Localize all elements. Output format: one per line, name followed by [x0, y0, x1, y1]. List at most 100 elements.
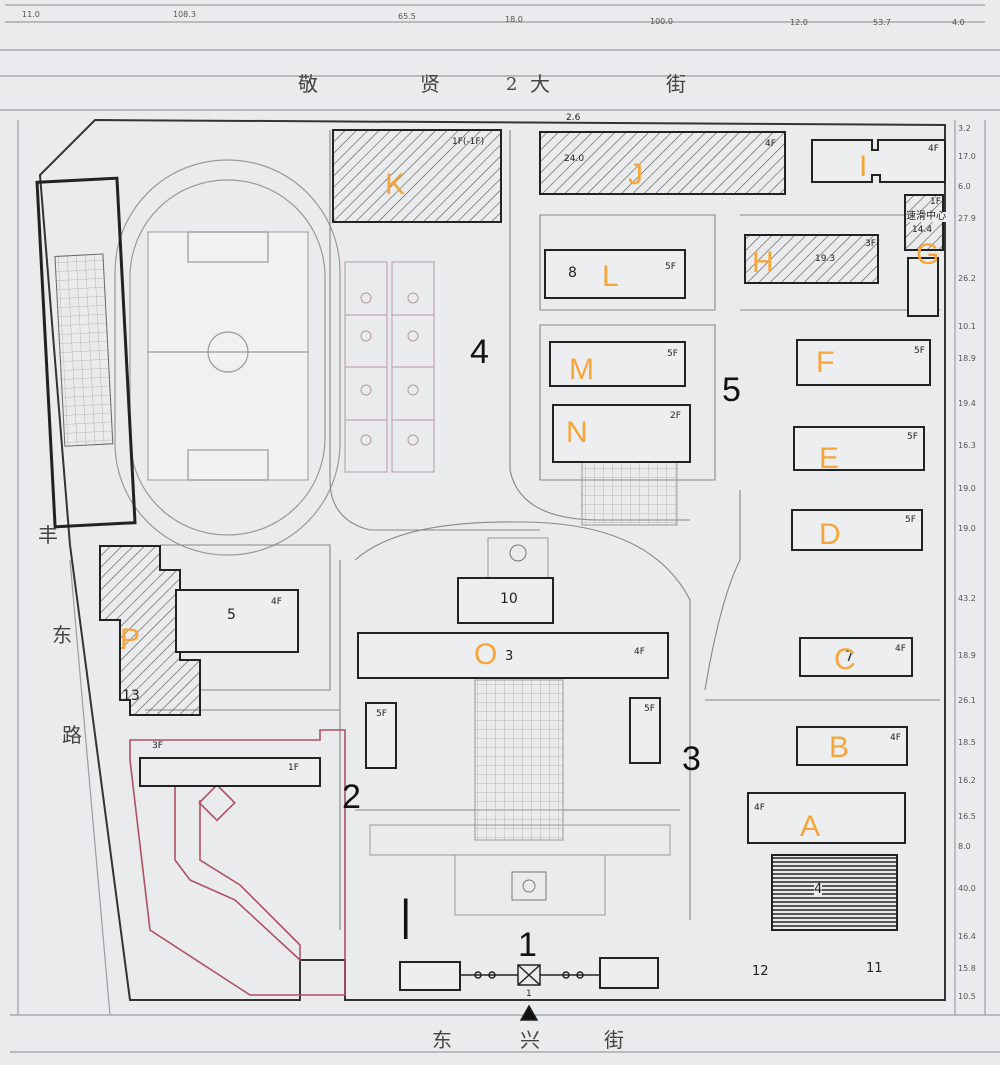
running-track: [114, 159, 341, 556]
building-c-floors: 4F: [895, 644, 906, 654]
north-road-char-5: 街: [666, 72, 686, 96]
north-road-char-4: 大: [530, 72, 550, 96]
label-o: O: [474, 638, 498, 671]
dim-right: 16.2: [958, 776, 976, 785]
marker-3: 3: [682, 740, 701, 778]
dim-top-8: 4.0: [952, 18, 965, 27]
label-f: F: [816, 346, 835, 379]
building-11-num: 11: [866, 961, 883, 976]
building-p-num: 13: [122, 688, 140, 704]
marker-bar: |: [400, 891, 412, 940]
red-3f-floors: 3F: [152, 741, 163, 751]
dim-right: 15.8: [958, 964, 976, 973]
building-l-num: 8: [568, 265, 577, 281]
building-m-floors: 5F: [667, 349, 678, 359]
building-h-floors: 3F: [865, 239, 876, 249]
label-h: H: [752, 246, 774, 279]
label-l: L: [602, 260, 619, 293]
dim-top-3: 65.5: [398, 12, 416, 21]
dim-top-4: 18.0: [505, 15, 523, 24]
dim-top-7: 53.7: [873, 18, 891, 27]
dim-top-5: 100.0: [650, 17, 673, 26]
dim-top-6: 12.0: [790, 18, 808, 27]
dim-top-2: 108.3: [173, 10, 196, 19]
dim-right: 18.5: [958, 738, 976, 747]
dim-top-1: 11.0: [22, 10, 40, 19]
building-o-num: 3: [505, 649, 514, 664]
dim-right: 19.0: [958, 524, 976, 533]
dim-right: 16.3: [958, 441, 976, 450]
dim-right: 10.1: [958, 322, 976, 331]
building-n-floors: 2F: [670, 411, 681, 421]
dim-right: 26.1: [958, 696, 976, 705]
hatched-buildings: [99, 129, 944, 716]
building-g-floors: 1F: [930, 197, 941, 207]
building-k-floors: 1F(-1F): [452, 137, 485, 147]
red-1f-floors: 1F: [288, 763, 299, 773]
dim-right: 19.0: [958, 484, 976, 493]
label-n: N: [566, 416, 588, 449]
building-j-dim-2: 24.0: [564, 154, 585, 164]
buildings: [175, 139, 946, 991]
basketball-courts: [344, 261, 435, 473]
wing-right-floors: 5F: [644, 704, 655, 714]
marker-1: 1: [518, 926, 537, 964]
dim-right: 16.4: [958, 932, 976, 941]
west-road-char-1: 丰: [38, 523, 58, 547]
red-block-1f: [139, 757, 321, 787]
label-m: M: [569, 353, 594, 386]
west-road-char-3: 路: [62, 723, 82, 747]
label-e: E: [819, 442, 840, 475]
gym-4-num: 4: [814, 882, 823, 897]
building-5-num: 5: [227, 607, 236, 623]
building-a-floors: 4F: [754, 803, 765, 813]
marker-2: 2: [342, 778, 361, 816]
building-j-floors: 4F: [765, 139, 776, 149]
building-j-dim-1: 2.6: [566, 113, 581, 123]
dim-right: 18.9: [958, 651, 976, 660]
building-h-num: 19.3: [815, 254, 836, 264]
red-complex: [129, 729, 346, 996]
gym-roof: [771, 854, 898, 931]
main-gate: [460, 964, 600, 1021]
building-10-num: 10: [500, 591, 518, 607]
gate-num: 1: [526, 989, 532, 999]
dim-right: 17.0: [958, 152, 976, 161]
dim-right: 10.5: [958, 992, 976, 1001]
label-b: B: [829, 731, 850, 764]
dim-right: 27.9: [958, 214, 976, 223]
dim-right: 6.0: [958, 182, 971, 191]
north-road-char-2: 贤: [420, 72, 440, 96]
building-c-num: 7: [845, 649, 854, 665]
marker-5: 5: [722, 371, 741, 409]
south-road-char-1: 东: [432, 1028, 452, 1052]
building-5-floors: 4F: [271, 597, 282, 607]
west-road-char-2: 东: [52, 623, 72, 647]
south-road-char-2: 兴: [520, 1028, 540, 1052]
north-road-char-3: 2: [506, 74, 518, 95]
building-l-floors: 5F: [665, 262, 676, 272]
dim-right: 18.9: [958, 354, 976, 363]
building-g-num: 14.4: [912, 225, 933, 235]
dim-right: 3.2: [958, 124, 971, 133]
north-road-char-1: 敬: [298, 72, 318, 96]
building-i-floors: 4F: [928, 144, 939, 154]
label-i: I: [859, 150, 868, 183]
grandstand: [35, 176, 137, 529]
wing-left-floors: 5F: [376, 709, 387, 719]
building-d-floors: 5F: [905, 515, 916, 525]
surrounding-roads: [0, 4, 1000, 1053]
building-g-name: 速滑中心: [906, 211, 946, 222]
label-g: G: [916, 238, 940, 271]
building-o-floors: 4F: [634, 647, 645, 657]
building-12-num: 12: [752, 964, 769, 979]
dim-right: 8.0: [958, 842, 971, 851]
dim-right: 16.5: [958, 812, 976, 821]
dim-right: 19.4: [958, 399, 976, 408]
building-b-floors: 4F: [890, 733, 901, 743]
central-plaza: [369, 454, 678, 916]
label-j: J: [628, 158, 643, 191]
dim-right: 40.0: [958, 884, 976, 893]
marker-4: 4: [470, 333, 489, 371]
